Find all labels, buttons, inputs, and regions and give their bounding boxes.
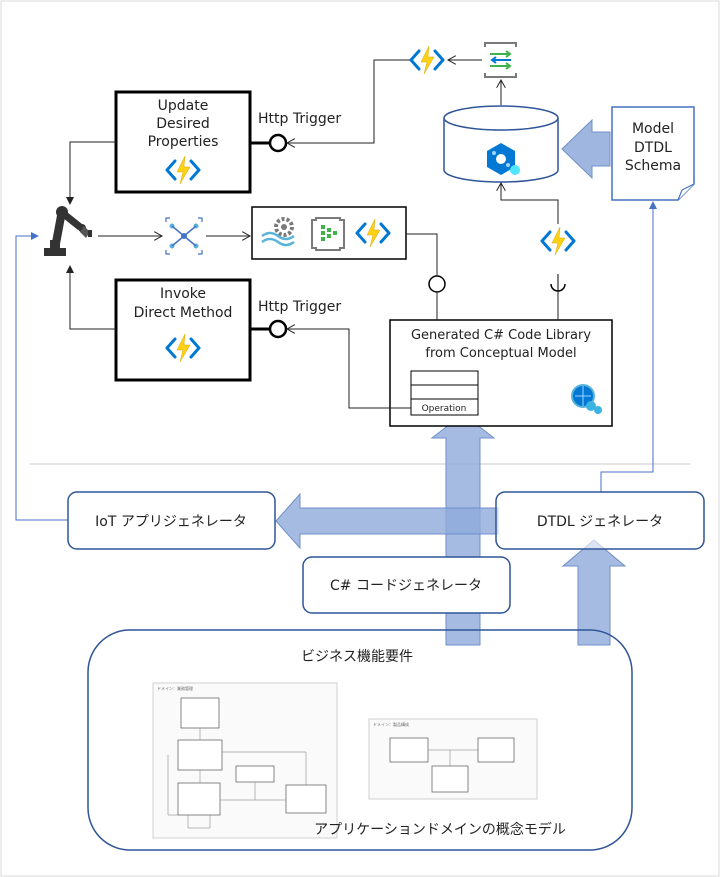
event-hub-icon [311, 217, 345, 251]
schema-arrow [561, 118, 611, 180]
update-label-3: Properties [148, 134, 219, 150]
business-caption: アプリケーションドメインの概念モデル [314, 821, 566, 838]
digital-twins-icon [487, 143, 520, 175]
schema-label-3: Schema [625, 158, 681, 174]
update-properties-function: Update Desired Properties [114, 90, 252, 194]
library-label-1: Generated C# Code Library [411, 328, 591, 343]
dtdl-to-schema-line [600, 201, 657, 492]
code-library-icon [571, 384, 602, 414]
thumb-left-header: ドメイン：業務管理 [157, 685, 193, 691]
dtdl-generator: DTDL ジェネレータ [495, 491, 705, 550]
domain-model-thumbnail-left: ドメイン：業務管理 [152, 682, 338, 839]
schema-label-2: DTDL [634, 140, 672, 156]
invoke-method-function: Invoke Direct Method [114, 278, 252, 382]
invoke-label-2: Direct Method [134, 305, 233, 321]
function-icon [540, 225, 576, 257]
csharp-code-generator: C# コードジェネレータ [302, 556, 511, 614]
http-trigger-top-label: Http Trigger [258, 111, 341, 127]
digital-twins-database [443, 105, 559, 183]
event-grid-icon [165, 217, 203, 255]
function-icon [409, 44, 445, 76]
update-label-2: Desired [156, 116, 210, 132]
domain-model-thumbnail-right: ドメイン：製品構成 [368, 718, 538, 800]
iot-generator-label: IoT アプリジェネレータ [95, 514, 247, 530]
operation-label: Operation [422, 404, 467, 414]
dtdl-schema-document: Model DTDL Schema [611, 106, 695, 201]
business-requirements-area: ビジネス機能要件 ドメイン：業務管理 ドメイン：製品構成 [87, 629, 633, 851]
pipeline-box [251, 206, 407, 260]
library-label-2: from Conceptual Model [425, 346, 576, 361]
invoke-label-1: Invoke [160, 286, 206, 302]
event-routes-icon [484, 42, 517, 78]
iot-to-device-line [15, 232, 68, 521]
thumb-right-header: ドメイン：製品構成 [373, 721, 409, 727]
stream-analytics-icon [261, 217, 295, 247]
csharp-library-box: Generated C# Code Library from Conceptua… [389, 319, 613, 427]
business-title: ビジネス機能要件 [301, 649, 413, 665]
schema-label-1: Model [632, 121, 674, 137]
iot-app-generator: IoT アプリジェネレータ [67, 491, 276, 550]
http-trigger-top-port [268, 133, 288, 153]
dtdl-gen-arrow [561, 539, 627, 646]
dtdl-generator-label: DTDL ジェネレータ [537, 514, 663, 530]
http-trigger-bottom-port [268, 319, 288, 339]
robot-arm-icon [44, 206, 92, 256]
library-socket [428, 275, 446, 293]
iot-gen-arrow [275, 492, 499, 550]
csharp-generator-label: C# コードジェネレータ [330, 578, 482, 594]
http-trigger-bottom-label: Http Trigger [258, 299, 341, 315]
update-label-1: Update [158, 98, 209, 114]
